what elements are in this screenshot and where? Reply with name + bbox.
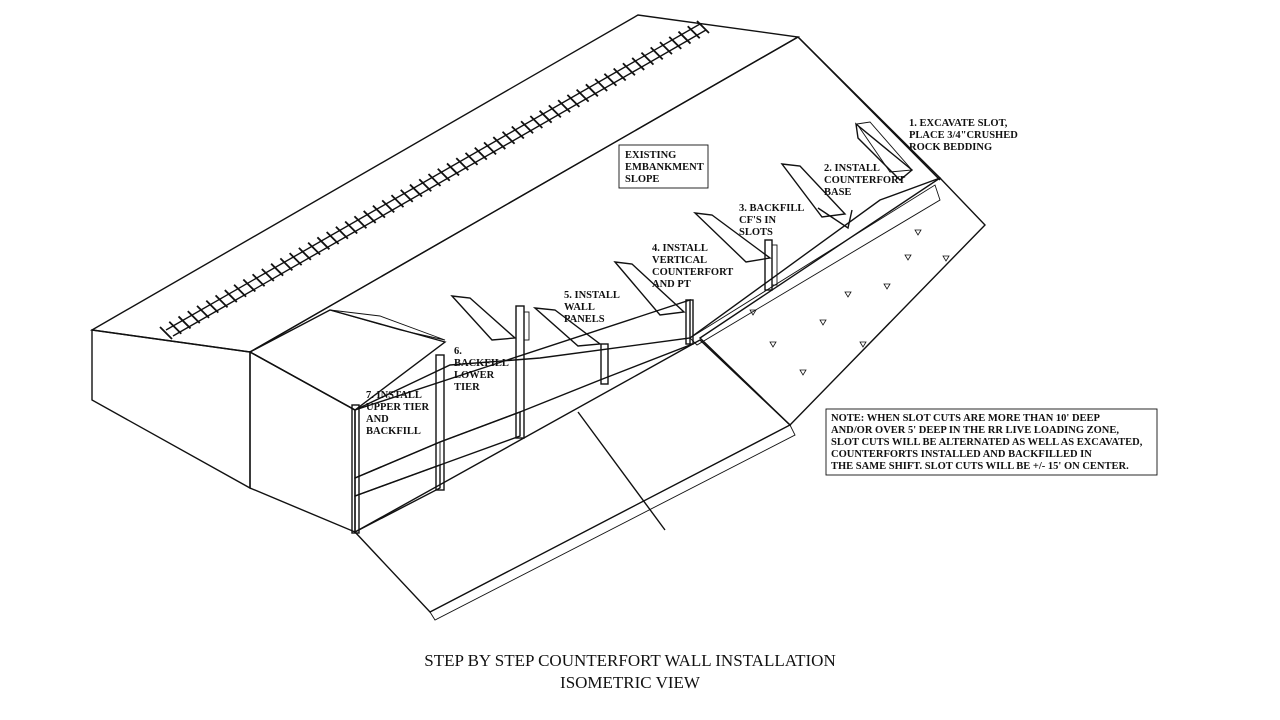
- railroad-tie: [372, 205, 386, 219]
- railroad-tie: [538, 110, 553, 124]
- wall-panels: [354, 299, 691, 534]
- railroad-tie: [261, 268, 275, 282]
- railroad-tie: [288, 252, 303, 266]
- rock-triangle-mark: [904, 254, 912, 261]
- railroad-tie: [566, 94, 581, 108]
- backfill-gravel: [248, 309, 447, 411]
- backfill-hatch: [329, 309, 446, 341]
- railroad-tie: [622, 62, 636, 76]
- railroad-tie: [205, 299, 219, 314]
- railroad-tie: [335, 226, 349, 240]
- railroad-tie: [557, 99, 571, 113]
- railroad-tie: [224, 289, 238, 303]
- cobble-rock-trench: [353, 339, 792, 613]
- railroad-tie: [159, 326, 173, 340]
- note-text: NOTE: WHEN SLOT CUTS ARE MORE THAN 10' D…: [831, 413, 1145, 472]
- railroad-tie: [168, 321, 182, 335]
- railroad-tie: [427, 173, 442, 187]
- railroad-tie: [603, 73, 618, 87]
- railroad-tie: [251, 273, 266, 287]
- railroad-tie: [344, 220, 358, 235]
- trench-lower-strip: [429, 424, 796, 621]
- railroad-tie: [196, 305, 210, 319]
- slot-cuts: [450, 121, 914, 347]
- railroad-tie: [381, 199, 395, 214]
- railroad-tie: [520, 120, 534, 134]
- railroad-tie: [594, 78, 608, 92]
- railroad-tie: [418, 178, 432, 192]
- railroad-tie: [390, 194, 405, 208]
- rock-triangle-mark: [769, 341, 777, 348]
- railroad-tie: [400, 189, 414, 203]
- railroad-tie: [659, 41, 673, 55]
- rock-triangle-mark: [844, 291, 852, 298]
- drawing-title: STEP BY STEP COUNTERFORT WALL INSTALLATI…: [424, 651, 835, 670]
- bench-triangles: [749, 229, 950, 376]
- counterfort-posts: [351, 239, 778, 534]
- railroad-tie: [501, 131, 516, 145]
- step1-label: 1. EXCAVATE SLOT, PLACE 3/4"CRUSHED ROCK…: [909, 118, 1020, 153]
- railroad-tie: [177, 315, 192, 330]
- railroad-track: [159, 20, 710, 340]
- railroad-tie: [576, 88, 590, 103]
- railroad-tie: [650, 46, 664, 61]
- railroad-tie: [446, 162, 460, 177]
- railroad-tie: [455, 157, 469, 171]
- railroad-tie: [668, 36, 682, 50]
- step3-label: 3. BACKFILL CF'S IN SLOTS: [739, 203, 806, 238]
- embankment-end-face: [91, 329, 251, 490]
- railroad-tie: [187, 310, 201, 324]
- embankment-label-box: [618, 144, 709, 189]
- railroad-tie: [464, 152, 479, 166]
- railroad-tie: [316, 236, 331, 250]
- railroad-tie: [307, 241, 321, 256]
- railroad-tie: [474, 146, 488, 161]
- railroad-tie: [696, 20, 710, 34]
- railroad-tie: [613, 67, 627, 82]
- railroad-tie: [409, 183, 423, 198]
- drawing-subtitle: ISOMETRIC VIEW: [560, 673, 701, 692]
- railroad-tie: [214, 294, 229, 308]
- rock-triangle-mark: [914, 229, 922, 236]
- railroad-tie: [585, 83, 599, 97]
- railroad-tie: [270, 263, 284, 277]
- rock-triangle-mark: [799, 369, 807, 376]
- rock-triangle-mark: [859, 341, 867, 348]
- railroad-tie: [529, 115, 543, 129]
- railroad-tie: [363, 210, 377, 224]
- railroad-tie: [233, 284, 247, 298]
- step6-label: 6. BACKFILL LOWER TIER: [454, 346, 511, 393]
- embankment-top-surface: [89, 14, 801, 353]
- step5-label: 5. INSTALL WALL PANELS: [564, 290, 622, 325]
- rock-triangle-mark: [942, 255, 950, 262]
- railroad-tie: [279, 257, 293, 272]
- rock-triangle-mark: [749, 309, 757, 316]
- embankment-label: EXISTING EMBANKMENT SLOPE: [625, 150, 706, 185]
- bench-edge: [689, 184, 941, 346]
- railroad-tie: [687, 25, 701, 39]
- railroad-tie: [548, 104, 562, 119]
- railroad-tie: [511, 125, 525, 140]
- note-box: [825, 408, 1158, 476]
- railroad-tie: [353, 215, 368, 229]
- railroad-tie: [242, 278, 256, 293]
- step7-label: 7. INSTALL UPPER TIER AND BACKFILL: [366, 390, 432, 437]
- railroad-tie: [437, 168, 451, 182]
- rock-triangle-mark: [883, 283, 891, 290]
- railroad-tie: [677, 30, 692, 45]
- railroad-tie: [326, 231, 340, 245]
- excavation-cut-face: [249, 350, 356, 534]
- rock-triangle-mark: [819, 319, 827, 326]
- railroad-tie: [640, 52, 655, 66]
- step2-label: 2. INSTALL COUNTERFORT BASE: [824, 163, 908, 198]
- railroad-tie: [492, 136, 506, 150]
- step4-label: 4. INSTALL VERTICAL COUNTERFORT AND PT: [652, 243, 736, 290]
- railroad-tie: [483, 141, 497, 155]
- railroad-tie: [298, 247, 312, 261]
- railroad-tie: [631, 57, 645, 71]
